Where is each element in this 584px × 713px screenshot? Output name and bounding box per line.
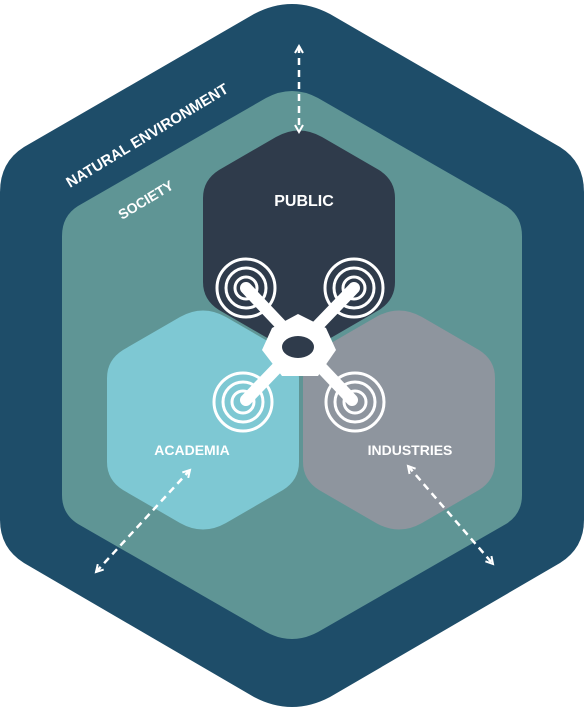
public-label: PUBLIC xyxy=(274,193,334,210)
double-arrow-icon xyxy=(406,464,495,566)
drone-icon xyxy=(212,257,386,433)
industries-label: INDUSTRIES xyxy=(368,442,453,458)
academia-label: ACADEMIA xyxy=(154,442,229,458)
